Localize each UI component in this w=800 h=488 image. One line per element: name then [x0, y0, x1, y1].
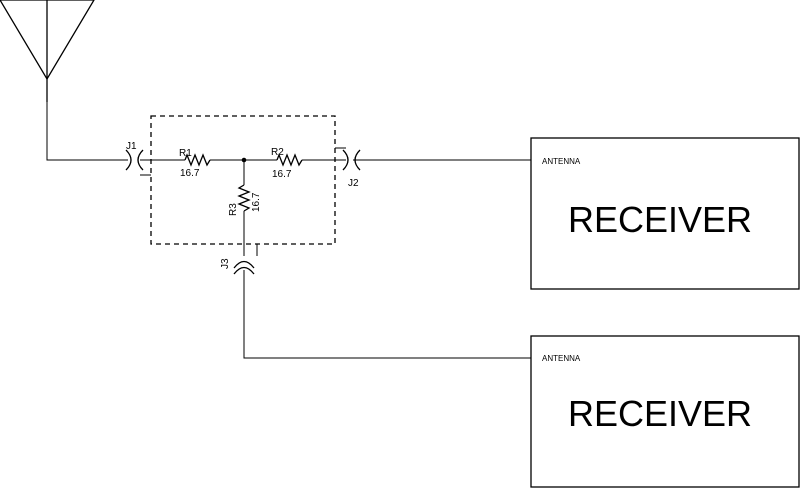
- r2-ref-label: R2: [271, 147, 284, 158]
- receiver-1-box: [530, 137, 800, 290]
- receiver-2-port-label: ANTENNA: [542, 354, 581, 363]
- r2-resistor: [276, 153, 303, 167]
- r3-value-label: 16.7: [251, 192, 262, 212]
- r3-resistor: [237, 184, 251, 212]
- j1-connector: [125, 149, 144, 171]
- antenna-feed-wire: [46, 102, 128, 161]
- j2-label: J2: [348, 178, 359, 189]
- j3-connector: [233, 260, 255, 275]
- splitter-enclosure: [150, 115, 336, 245]
- antenna-symbol: [0, 0, 95, 102]
- receiver-2-box: [530, 335, 800, 488]
- r1-value-label: 16.7: [180, 168, 200, 179]
- receiver-2-title: RECEIVER: [568, 393, 752, 434]
- j3-label: J3: [220, 258, 231, 269]
- r1-resistor: [184, 153, 211, 167]
- r3-ref-label: R3: [228, 203, 239, 216]
- receiver-1-port-label: ANTENNA: [542, 157, 581, 166]
- r2-value-label: 16.7: [272, 169, 292, 180]
- j1-label: J1: [126, 141, 137, 152]
- j3-receiver2-wire: [243, 270, 531, 359]
- r1-ref-label: R1: [179, 148, 192, 159]
- receiver-1-title: RECEIVER: [568, 199, 752, 240]
